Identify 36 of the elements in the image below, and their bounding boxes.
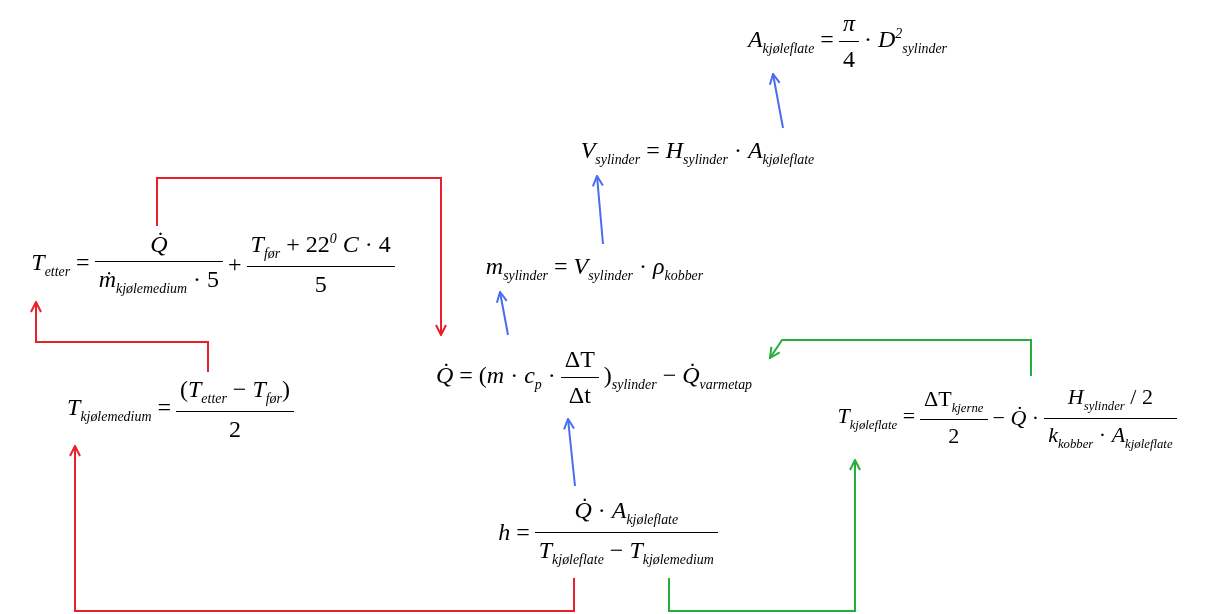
numerator: ΔT$_{kjerne}$ <box>920 386 988 421</box>
denominator: 5 <box>313 269 328 299</box>
numerator: (T$_{etter}$ − T$_{før}$) <box>176 374 294 412</box>
denominator: 4 <box>841 44 856 74</box>
denominator: ṁ$_{kjølemedium}$ · 5 <box>97 265 221 299</box>
arrow <box>591 175 604 245</box>
arrow <box>495 291 509 336</box>
denominator: 2 <box>227 414 242 444</box>
arrow <box>156 177 447 336</box>
numerator: Q̇ <box>94 229 224 263</box>
numerator: T$_{før}$ + 22$^{0}$ C · 4 <box>246 229 395 267</box>
equation-text: A$_{kjøleflate}$ = <box>746 24 835 58</box>
equation-text: Q̇ = (m · c$_{p}$ · <box>434 360 557 394</box>
equation-text: T$_{kjøleflate}$ = <box>836 402 917 433</box>
arrow <box>30 301 209 373</box>
equation-text: T$_{kjølemedium}$ = <box>66 392 172 426</box>
equation-text: T$_{etter}$ = <box>30 247 91 281</box>
equation-text: m$_{sylinder}$ = V$_{sylinder}$ · ρ$_{kobber}$ <box>484 251 705 285</box>
arrow <box>768 73 784 129</box>
denominator: Δt <box>567 380 592 410</box>
equation-text: V$_{sylinder}$ = H$_{sylinder}$ · A$_{kjøleflate}$ <box>579 135 816 169</box>
denominator: 2 <box>947 422 961 450</box>
arrow <box>563 418 576 487</box>
denominator: T$_{kjøleflate}$ − T$_{kjølemedium}$ <box>537 535 715 569</box>
numerator: H$_{sylinder}$ / 2 <box>1044 384 1177 419</box>
equation-text: h = <box>497 517 531 547</box>
arrow <box>769 339 1032 377</box>
equation-text: + <box>227 249 243 279</box>
numerator: Q̇ · A$_{kjøleflate}$ <box>534 495 718 533</box>
equation-text: − Q̇ · <box>991 404 1041 432</box>
equation-text: )$_{sylinder}$ − Q̇$_{varmetap}$ <box>602 360 754 394</box>
numerator: ΔT <box>560 344 599 378</box>
arrow <box>668 459 861 612</box>
numerator: π <box>838 8 859 42</box>
denominator: k$_{kobber}$ · A$_{kjøleflate}$ <box>1047 420 1174 452</box>
arrow <box>69 445 575 612</box>
